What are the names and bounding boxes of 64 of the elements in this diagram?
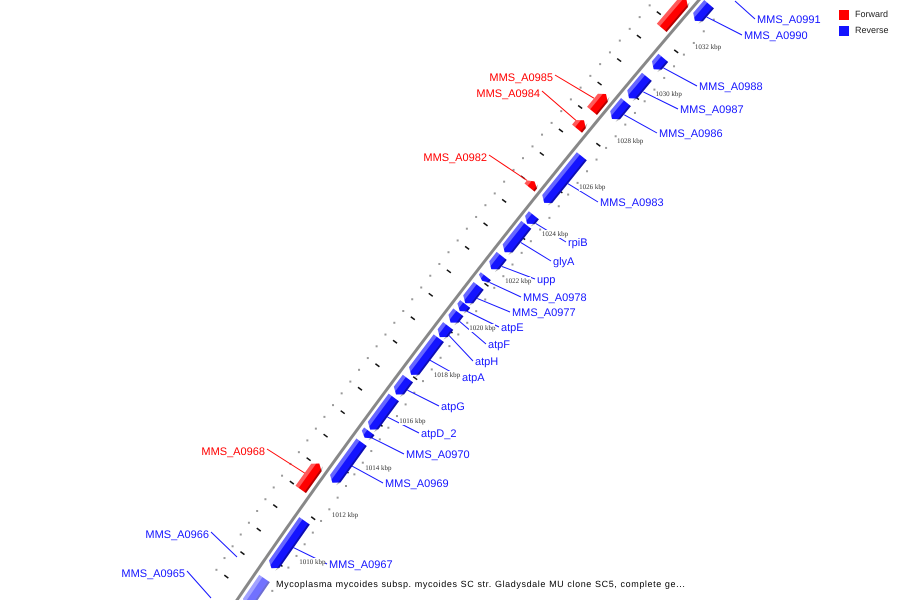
gene-label: MMS_A0965 [121,568,185,581]
leader-line [210,532,238,558]
gene-feature [522,211,540,228]
legend-label: Reverse [855,25,889,36]
leader-line [567,183,598,202]
gene-feature [656,0,692,32]
gene-label: MMS_A0985 [489,72,553,85]
leader-line [706,16,742,36]
leader-line [662,67,698,86]
gene-feature [624,72,652,103]
leader-line [466,310,500,328]
leader-line [387,416,420,434]
gene-label: glyA [553,256,574,269]
gene-label: atpF [488,339,510,352]
leader-line [186,570,212,598]
legend-label: Forward [855,9,888,20]
leader-line [520,242,552,262]
gene-label: MMS_A0987 [680,104,744,117]
gene-label: atpA [462,372,485,385]
gene-label: MMS_A0970 [406,449,470,462]
gene-label: MMS_A0986 [659,128,723,141]
gene-label: atpG [441,401,465,414]
leader-line [502,266,536,280]
leader-line [448,334,474,362]
gene-feature [500,220,532,256]
leader-line [624,114,658,134]
leader-line [734,0,756,20]
gene-feature [524,177,540,192]
gene-label: atpE [501,322,524,335]
gene-label: MMS_A0969 [385,478,449,491]
gene-label: MMS_A0990 [744,30,808,43]
gene-feature [391,374,414,398]
gene-label: MMS_A0991 [757,14,821,27]
gene-label: MMS_A0977 [512,307,576,320]
gene-feature [365,393,400,434]
gene-feature [607,98,632,124]
gene-label: atpH [475,356,498,369]
leader-line [266,448,306,474]
gene-label: upp [537,274,556,287]
gene-label: rpiB [568,237,588,250]
gene-feature [477,272,492,285]
gene-label: atpD_2 [421,428,456,441]
leader-line [476,298,510,312]
gene-label: MMS_A0983 [600,197,664,210]
gene-label: MMS_A0978 [523,292,587,305]
leader-line [459,320,486,344]
gene-feature [359,427,374,442]
gene-label: MMS_A0967 [329,559,393,572]
gene-feature [486,252,508,274]
gene-feature [460,282,484,308]
leader-line [642,91,678,110]
leader-line [542,90,576,121]
leader-line [351,465,384,484]
leader-line [488,154,528,181]
caption: Mycoplasma mycoides subsp. mycoides SC str. Gladysdale MU clone SC5, complete ge... [276,578,686,590]
gene-label: MMS_A0984 [476,88,540,101]
gene-label: MMS_A0982 [423,152,487,165]
gene-label: MMS_A0988 [699,81,763,94]
leader-line [406,390,440,406]
gene-label: MMS_A0968 [201,446,265,459]
leader-line [489,282,522,298]
leader-line [554,74,594,99]
leader-line [372,438,404,454]
gene-label: MMS_A0966 [145,529,209,542]
